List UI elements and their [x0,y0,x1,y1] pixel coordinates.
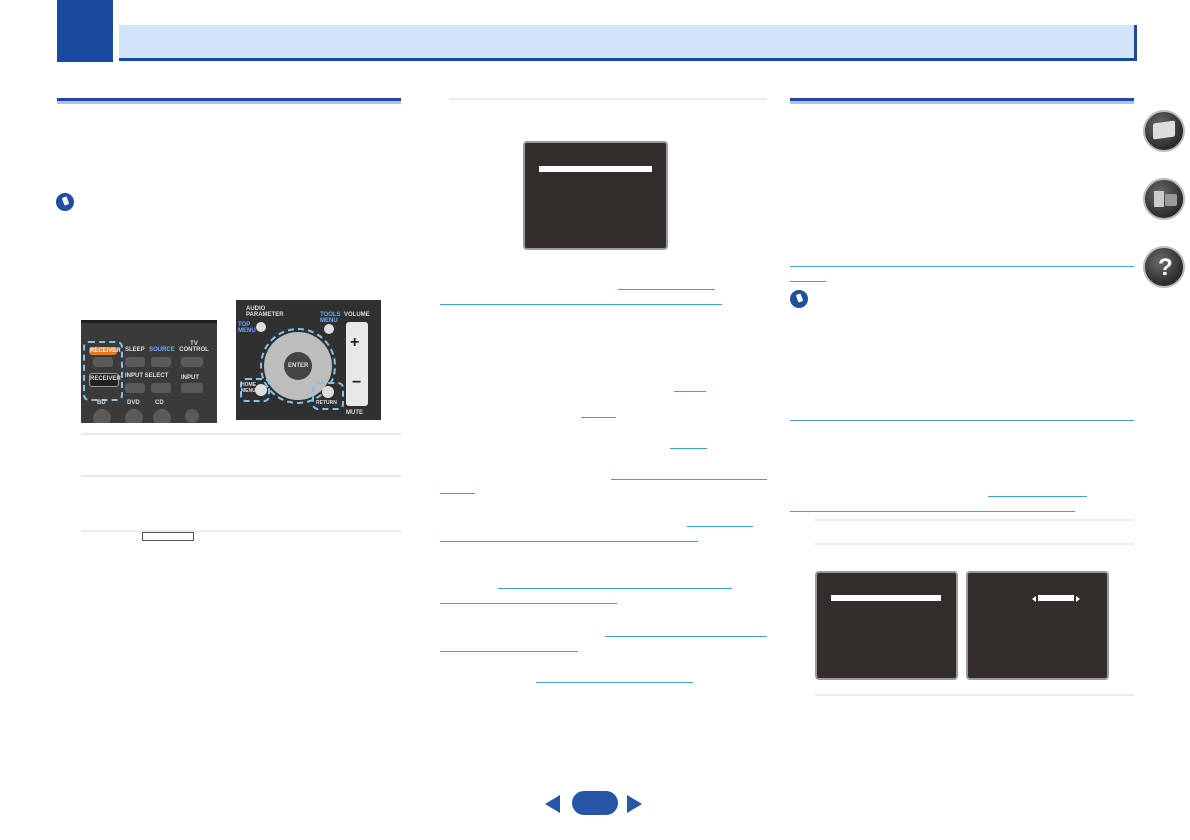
faq-icon[interactable]: ? [1143,246,1185,288]
receiver-label-button [89,347,117,355]
link-underline[interactable] [618,289,715,290]
link-underline[interactable] [687,526,753,527]
link-underline[interactable] [988,496,1087,497]
link-underline[interactable] [440,493,475,494]
link-underline[interactable] [536,682,693,683]
tv-control-button [181,357,203,367]
bd-button [93,409,111,423]
inline-button-box [142,532,194,541]
input-label: INPUT [181,375,199,381]
input-select-right-button [151,383,171,393]
link-underline[interactable] [605,636,767,637]
question-mark-glyph: ? [1158,254,1173,281]
osd-screen-setting [966,571,1109,680]
osd-highlight-bar [831,595,941,601]
remote-control-image-left: RECEIVER RECEIVER SLEEP SOURCE TV CONTRO… [81,320,217,423]
tip-icon [56,193,74,211]
dvd-button [125,409,143,423]
divider [449,98,767,100]
divider [81,475,401,477]
device-icon[interactable] [1143,178,1185,220]
volume-rocker [346,322,368,406]
link-underline[interactable] [581,417,616,418]
osd-highlight-bar [539,166,652,172]
receiver-shape [1165,194,1177,206]
link-underline[interactable] [440,651,578,652]
enter-label: ENTER [288,363,309,369]
link-underline[interactable] [790,281,826,282]
divider [815,519,1134,521]
tv-control-label: TV CONTROL [179,341,209,353]
section-rule-left [57,98,401,104]
left-arrow-icon [1032,596,1036,602]
cd-label: CD [155,400,164,406]
next-page-arrow-icon[interactable] [627,795,642,813]
receiver-power-button [93,357,113,367]
divider [81,530,401,532]
home-menu-label: HOME MENU [241,382,256,394]
source-button [151,357,171,367]
divider [815,543,1134,545]
prev-page-arrow-icon[interactable] [545,795,560,813]
section-rule-right [790,98,1134,104]
tools-menu-label: TOOLS MENU [320,312,341,324]
home-icon [255,384,267,396]
enter-button [284,352,312,380]
dvd-label: DVD [127,400,140,406]
return-outline [312,382,344,410]
divider [81,433,401,435]
tip-icon [790,290,808,308]
chapter-tab [57,0,113,62]
input-select-left-button [125,383,145,393]
link-underline[interactable] [611,479,767,480]
page-number-pill[interactable] [572,791,618,815]
remote-shape [1154,191,1164,207]
sleep-label: SLEEP [125,347,145,353]
link-underline[interactable] [440,304,722,305]
input-select-label: INPUT SELECT [125,373,169,379]
link-underline[interactable] [674,391,706,392]
right-arrow-icon [1076,596,1080,602]
osd-value-bar [1038,595,1074,601]
link-underline[interactable] [790,266,1134,267]
chapter-header-bar [119,25,1137,61]
receiver-button [89,373,119,387]
receiver-button-label: RECEIVER [90,376,121,382]
link-underline[interactable] [440,541,698,542]
section-rule-thin [790,420,1134,421]
input-button [181,383,203,393]
osd-screen-menu [815,571,958,680]
link-underline[interactable] [440,603,617,604]
highlight-outline [83,341,123,401]
cd-button [153,409,171,423]
sleep-button [125,357,145,367]
receiver-top-label: RECEIVER [90,348,121,354]
plus-button [185,409,199,423]
manual-book-icon[interactable] [1143,110,1185,152]
top-menu-label: TOP MENU [238,322,256,334]
volume-label: VOLUME [344,312,370,318]
divider [815,694,1134,696]
source-label: SOURCE [149,347,175,353]
link-underline[interactable] [498,588,732,589]
book-shape [1153,120,1175,140]
wrench-icon [324,324,334,334]
remote-control-image-right: AUDIO PARAMETER TOP MENU TOOLS MENU VOLU… [236,300,381,420]
volume-down-icon: − [352,374,362,391]
bd-label: BD [97,400,106,406]
home-menu-outline [240,378,270,402]
volume-up-icon: + [350,334,360,351]
osd-screen-main [523,141,668,250]
close-icon [256,322,266,332]
audio-parameter-label: AUDIO PARAMETER [246,306,284,318]
link-underline[interactable] [790,511,1075,512]
return-label: RETURN [316,400,337,406]
cursor-pad-outline [260,328,336,404]
return-icon [322,386,334,398]
mute-label: MUTE [346,410,363,416]
link-underline[interactable] [670,448,707,449]
